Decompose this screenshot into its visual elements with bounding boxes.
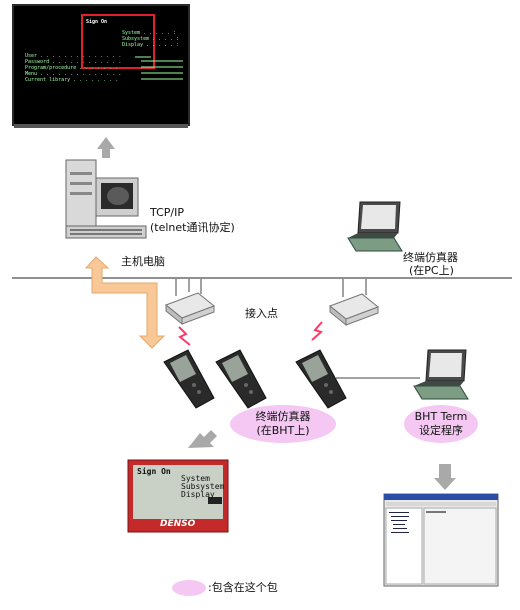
laptop-bht-term-icon [413,349,469,400]
access-point-left-icon [165,279,215,326]
protocol-label-line2: (telnet通讯协定) [150,221,235,234]
bht-emulator-label-line2: (在BHT上) [256,424,310,437]
bht-term-pill: BHT Term 设定程序 [404,405,478,443]
legend-label: :包含在这个包 [208,581,278,594]
bht-emulator-pill: 终端仿真器 (在BHT上) [230,405,336,443]
terminal-menu-system: System . . . . . : [122,30,177,36]
terminal-underlines [135,56,183,80]
bht-emulator-label-line1: 终端仿真器 [255,410,311,423]
terminal-menu-subsystem: Subsystem . . . . : [122,36,180,42]
bht-screen-frame [127,459,229,533]
gray-down-arrow-left [188,430,217,448]
laptop-pc-icon [347,201,403,252]
bht-term-label-line2: 设定程序 [419,424,463,437]
wireless-signal-left-icon [178,326,191,346]
protocol-label-line1: TCP/IP [150,206,184,219]
legend-swatch [172,580,206,596]
bht-device-2-icon [215,349,267,409]
device-menu-system: System [181,474,210,483]
pc-emulator-label-line2: (在PC上) [409,264,454,277]
wireless-signal-right-icon [311,321,323,341]
terminal-field-password: Password . . . . . . . . . . . . [25,59,122,65]
terminal-field-user: User . . . . . . . . . . . . . . [25,53,122,59]
terminal-title: Sign On [86,19,108,25]
terminal-field-program: Program/procedure . . . . . . . [25,65,119,71]
terminal-menu-display: Display . . . . . : [122,42,180,48]
gray-down-arrow-right [434,464,456,490]
settings-window [383,493,499,587]
terminal-field-menu: Menu . . . . . . . . . . . . . . [25,71,122,77]
access-point-right-icon [329,279,379,327]
terminal-highlight-box [81,14,155,69]
pc-emulator-label-line1: 终端仿真器 [403,251,458,264]
device-screen-title: Sign On [137,467,171,476]
bht-device-3-icon [295,349,347,409]
access-point-label: 接入点 [245,307,278,320]
host-computer-icon [65,159,147,239]
terminal-field-library: Current library . . . . . . . . [25,77,119,83]
gray-up-arrow [97,137,115,158]
bht-device-1-icon [163,349,215,409]
terminal-window [12,4,190,128]
device-brand: DENSO [160,519,196,529]
device-menu-subsystem: Subsystem [181,482,225,491]
device-menu-display: Display [181,490,215,499]
bht-term-label-line1: BHT Term [414,410,468,423]
host-label: 主机电脑 [121,255,165,268]
host-to-ap-arrow [84,256,166,349]
